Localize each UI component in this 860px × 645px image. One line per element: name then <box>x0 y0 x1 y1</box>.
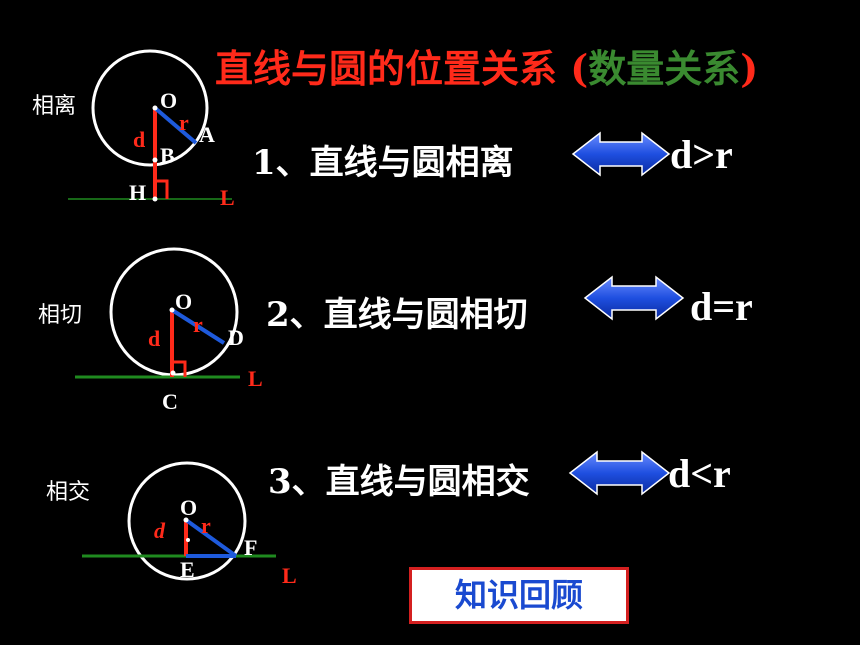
page-title: 直线与圆的位置关系 (数量关系) <box>215 38 758 93</box>
label-E: E <box>180 557 195 582</box>
label-O-1: O <box>160 88 177 113</box>
label-A: A <box>199 122 215 147</box>
label-r-2: r <box>193 312 203 337</box>
label-d-2: d <box>148 326 160 351</box>
case-1-figure: O A B H L d r <box>68 49 235 210</box>
double-arrow-icon <box>571 131 671 177</box>
label-O-3: O <box>180 495 197 520</box>
label-D: D <box>228 325 244 350</box>
double-arrow-icon <box>568 450 671 496</box>
title-close: ) <box>740 46 759 91</box>
double-arrow-icon <box>583 275 685 321</box>
right-angle-mark-2 <box>172 360 187 377</box>
center-dot-1 <box>152 105 158 111</box>
title-main: 直线与圆的位置关系 ( <box>215 46 589 91</box>
label-O-2: O <box>175 289 192 314</box>
case-3-label: 相交 <box>46 480 91 505</box>
case-2-statement: 2、直线与圆相切 <box>266 295 528 335</box>
point-B-dot <box>152 157 158 163</box>
center-dot-3 <box>183 517 189 523</box>
case-2-figure: O D C L d r <box>75 247 263 414</box>
label-L-1: L <box>220 185 235 210</box>
title-sub: 数量关系 <box>588 46 741 91</box>
right-angle-mark-1 <box>155 179 169 199</box>
radius-segment-1 <box>153 106 198 145</box>
case-3-statement: 3、直线与圆相交 <box>268 462 530 502</box>
label-C: C <box>162 389 178 414</box>
circle-3 <box>127 461 247 581</box>
point-H-dot <box>152 196 158 202</box>
label-d-1: d <box>133 127 145 152</box>
label-d-3: d <box>154 518 166 543</box>
point-E-dot <box>186 538 190 542</box>
point-C-dot <box>170 370 176 376</box>
case-2-relation: d=r <box>690 284 753 329</box>
label-r-3: r <box>201 513 211 538</box>
center-dot-2 <box>169 307 175 313</box>
label-L-3: L <box>282 563 297 588</box>
review-badge[interactable]: 知识回顾 <box>409 567 629 624</box>
case-3-figure: O F E L d r <box>82 461 297 588</box>
label-H: H <box>129 180 146 205</box>
circle-1 <box>91 49 209 167</box>
label-F: F <box>244 535 257 560</box>
case-1-relation: d>r <box>670 132 733 177</box>
label-L-2: L <box>248 366 263 391</box>
case-1-statement: 1、直线与圆相离 <box>252 143 514 183</box>
case-2-label: 相切 <box>38 303 83 328</box>
case-3-relation: d<r <box>668 451 731 496</box>
label-B: B <box>160 143 175 168</box>
label-r-1: r <box>179 110 189 135</box>
radius-segment-2 <box>170 308 226 345</box>
case-1-label: 相离 <box>32 94 77 119</box>
radius-segment-3 <box>184 518 238 558</box>
